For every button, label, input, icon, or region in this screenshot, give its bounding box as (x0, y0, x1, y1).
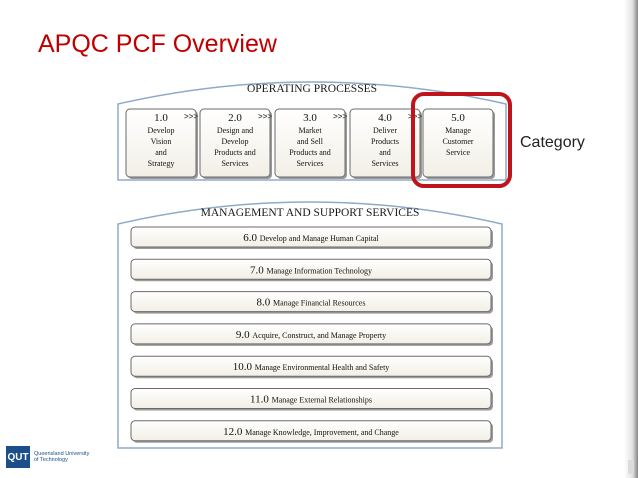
management-bar-label: Acquire, Construct, and Manage Property (252, 331, 386, 340)
management-bar-number: 12.0 (223, 426, 245, 438)
management-bar-text: 10.0 Manage Environmental Health and Saf… (233, 361, 390, 373)
operating-box-frame (274, 108, 346, 178)
management-bar-label: Manage External Relationships (272, 396, 372, 405)
operating-box-line: Service (446, 148, 470, 157)
operating-box-line: Services (371, 159, 398, 168)
operating-box-line: Services (296, 159, 323, 168)
management-bar-label: Manage Environmental Health and Safety (255, 363, 390, 372)
operating-header: OPERATING PROCESSES (247, 83, 377, 95)
flow-arrow: >>> (408, 112, 422, 121)
management-bar-frame (130, 323, 492, 345)
management-bar-frame (130, 388, 492, 409)
qut-logo-line2: of Technology (34, 457, 68, 463)
slide-title: APQC PCF Overview (38, 30, 277, 58)
flow-arrow: >>> (184, 112, 198, 121)
management-bars: 6.0 Develop and Manage Human Capital 7.0 … (130, 226, 493, 443)
operating-box-line: Vision (151, 137, 172, 146)
management-bar-number: 10.0 (233, 361, 255, 373)
operating-box-frame (199, 108, 271, 178)
operating-box-line: and Sell (297, 137, 324, 146)
management-bar-frame (130, 420, 492, 442)
operating-box-line: and (379, 148, 391, 157)
management-bar-text: 12.0 Manage Knowledge, Improvement, and … (223, 426, 399, 438)
management-bar-number: 11.0 (250, 394, 272, 406)
operating-box-number: 4.0 (378, 112, 392, 124)
management-bar-6.0: 6.0 Develop and Manage Human Capital (130, 226, 493, 249)
operating-box-frame (349, 108, 421, 178)
management-bar-12.0: 12.0 Manage Knowledge, Improvement, and … (130, 420, 493, 443)
slide-edge-shadow (624, 0, 638, 478)
flow-arrow: >>> (258, 112, 272, 121)
management-bar-text: 8.0 Manage Financial Resources (257, 297, 366, 309)
operating-box-line: Develop (147, 126, 174, 135)
management-bar-text: 6.0 Develop and Manage Human Capital (243, 232, 379, 244)
qut-logo-line1: Queensland University (34, 451, 90, 457)
operating-box-line: Market (298, 126, 322, 135)
management-bar-text: 7.0 Manage Information Technology (250, 264, 372, 276)
category-label: Category (520, 134, 585, 151)
management-bar-label: Manage Knowledge, Improvement, and Chang… (245, 428, 399, 437)
category-highlight (411, 92, 512, 188)
management-bar-9.0: 9.0 Acquire, Construct, and Manage Prope… (130, 323, 493, 346)
management-bar-10.0: 10.0 Manage Environmental Health and Saf… (130, 355, 493, 379)
operating-box-line: Customer (442, 137, 473, 146)
management-bar-label: Manage Information Technology (267, 266, 372, 275)
management-bar-11.0: 11.0 Manage External Relationships (130, 388, 493, 411)
management-bar-number: 9.0 (236, 329, 253, 341)
operating-box-number: 3.0 (303, 112, 317, 124)
qut-logo-mark: QUT (6, 446, 30, 468)
operating-box-line: Strategy (148, 159, 175, 168)
management-bar-frame (130, 258, 492, 280)
operating-box-frame (125, 108, 197, 178)
operating-box-line: Manage (445, 126, 471, 135)
management-bar-text: 9.0 Acquire, Construct, and Manage Prope… (236, 329, 386, 341)
operating-box-line: Develop (221, 137, 248, 146)
operating-box-line: and (155, 148, 167, 157)
slide-edge-notch (628, 460, 634, 474)
management-bar-number: 7.0 (250, 264, 267, 276)
operating-box-line: Products and (289, 148, 331, 157)
management-bar-7.0: 7.0 Manage Information Technology (130, 258, 493, 282)
flow-arrow: >>> (333, 112, 347, 121)
operating-box-frame (422, 108, 494, 178)
operating-box-line: Products and (214, 148, 256, 157)
management-bar-frame (130, 291, 492, 313)
management-bar-number: 6.0 (243, 232, 260, 244)
management-bar-label: Develop and Manage Human Capital (260, 234, 380, 243)
operating-box-line: Services (221, 159, 248, 168)
management-bar-number: 8.0 (257, 297, 274, 309)
management-bar-frame (130, 355, 492, 377)
operating-box-line: Products (371, 137, 399, 146)
operating-box-number: 5.0 (451, 112, 465, 124)
qut-logo-text: Queensland University of Technology (34, 451, 89, 463)
operating-box-number: 2.0 (228, 112, 242, 124)
qut-logo: QUT Queensland University of Technology (6, 446, 89, 468)
operating-box-number: 1.0 (154, 112, 168, 124)
operating-box-line: Design and (217, 126, 253, 135)
management-bar-frame (130, 226, 492, 248)
management-header: MANAGEMENT AND SUPPORT SERVICES (201, 207, 420, 219)
management-bar-8.0: 8.0 Manage Financial Resources (130, 291, 493, 314)
management-bar-text: 11.0 Manage External Relationships (250, 394, 372, 406)
operating-box-line: Deliver (373, 126, 397, 135)
management-bar-label: Manage Financial Resources (273, 299, 365, 308)
